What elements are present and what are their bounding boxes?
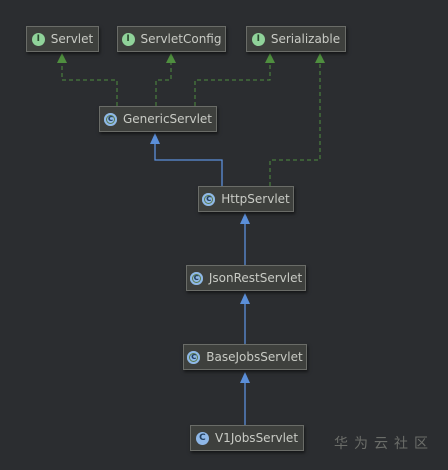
class-icon: C — [195, 431, 209, 445]
arrowhead-genericservlet — [150, 133, 160, 144]
edge-generic-servlet-to-serializable — [194, 60, 271, 106]
node-label: Servlet — [50, 32, 94, 46]
edge-generic-servlet-to-servletconfig — [155, 60, 172, 106]
arrowhead-servletconfig — [166, 53, 176, 63]
arrowhead-httpservlet — [240, 213, 250, 224]
arrowhead-basejobsservlet — [240, 372, 250, 383]
node-servlet[interactable]: I Servlet — [26, 26, 99, 52]
abstract-class-icon: c — [187, 350, 201, 364]
arrowhead-serializable-a — [265, 53, 275, 63]
watermark: 华为云社区 — [334, 436, 434, 452]
node-genericservlet[interactable]: c GenericServlet — [99, 106, 217, 132]
edge-httpservlet-to-serializable — [269, 60, 321, 186]
node-label: HttpServlet — [221, 192, 290, 206]
abstract-class-icon: c — [202, 192, 216, 206]
node-jsonrestservlet[interactable]: c JsonRestServlet — [186, 265, 306, 291]
node-httpservlet[interactable]: c HttpServlet — [198, 186, 294, 212]
node-label: ServletConfig — [140, 32, 222, 46]
arrowhead-servlet — [57, 53, 67, 63]
node-label: JsonRestServlet — [208, 271, 303, 285]
node-serializable[interactable]: I Serializable — [246, 26, 346, 52]
node-basejobsservlet[interactable]: c BaseJobsServlet — [183, 344, 307, 370]
edge-httpservlet-to-genericservlet — [154, 141, 223, 186]
node-label: Serializable — [270, 32, 341, 46]
edge-generic-servlet-to-servlet — [61, 60, 118, 106]
abstract-class-icon: c — [189, 271, 203, 285]
interface-icon: I — [31, 32, 45, 46]
abstract-class-icon: c — [104, 112, 117, 126]
interface-icon: I — [251, 32, 265, 46]
node-label: GenericServlet — [123, 112, 212, 126]
node-servletconfig[interactable]: I ServletConfig — [117, 26, 226, 52]
interface-icon: I — [121, 32, 135, 46]
node-label: BaseJobsServlet — [206, 350, 303, 364]
node-v1jobsservlet[interactable]: C V1JobsServlet — [190, 425, 304, 451]
node-label: V1JobsServlet — [214, 431, 299, 445]
arrowhead-jsonrestservlet — [240, 293, 250, 304]
arrowhead-serializable-b — [315, 53, 325, 63]
